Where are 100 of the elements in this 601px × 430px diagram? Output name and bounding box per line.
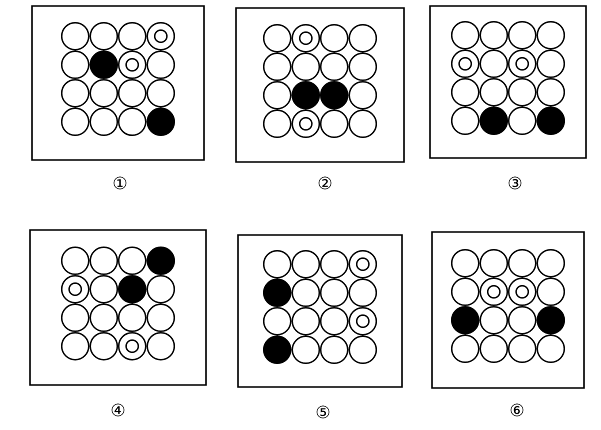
open-circle [118, 108, 146, 136]
open-circle [292, 278, 320, 308]
filled-circle [262, 278, 292, 308]
ring-circle [146, 22, 176, 50]
ring-circle [348, 250, 378, 278]
grid-panel [235, 7, 405, 163]
open-circle [262, 52, 292, 82]
filled-circle [536, 106, 566, 136]
open-circle [262, 24, 292, 52]
open-circle [118, 246, 146, 276]
open-circle [536, 50, 566, 78]
open-circle [480, 306, 508, 334]
open-circle [450, 78, 480, 106]
open-circle [508, 306, 536, 334]
open-circle [90, 246, 118, 276]
open-circle [348, 336, 378, 364]
filled-circle [320, 80, 348, 110]
open-circle [536, 248, 566, 278]
filled-circle [146, 246, 176, 276]
ring-circle [118, 332, 146, 360]
open-circle [146, 50, 176, 80]
open-circle [60, 332, 90, 360]
open-circle [118, 78, 146, 108]
open-circle [320, 110, 348, 138]
open-circle [480, 20, 508, 50]
ring-circle [348, 306, 378, 336]
open-circle [450, 248, 480, 278]
open-circle [146, 274, 176, 304]
open-circle [60, 304, 90, 332]
open-circle [60, 50, 90, 80]
open-circle [450, 278, 480, 306]
open-circle [320, 52, 348, 82]
filled-circle [536, 306, 566, 334]
open-circle [536, 278, 566, 306]
ring-circle [450, 50, 480, 78]
grid-panel [429, 5, 587, 159]
open-circle [450, 334, 480, 364]
open-circle [262, 306, 292, 336]
filled-circle [146, 108, 176, 136]
ring-circle [292, 110, 320, 138]
open-circle [90, 78, 118, 108]
grid-panel [431, 231, 585, 389]
open-circle [480, 334, 508, 364]
open-circle [146, 332, 176, 360]
open-circle [508, 334, 536, 364]
open-circle [508, 106, 536, 136]
open-circle [508, 248, 536, 278]
open-circle [348, 278, 378, 308]
open-circle [146, 304, 176, 332]
open-circle [348, 80, 378, 110]
open-circle [320, 24, 348, 52]
open-circle [292, 250, 320, 278]
ring-circle [118, 50, 146, 80]
open-circle [292, 52, 320, 82]
filled-circle [118, 274, 146, 304]
ring-circle [292, 24, 320, 52]
open-circle [292, 336, 320, 364]
panel-number: ③ [508, 176, 522, 190]
filled-circle [480, 106, 508, 136]
open-circle [262, 250, 292, 278]
open-circle [450, 20, 480, 50]
open-circle [320, 306, 348, 336]
filled-circle [90, 50, 118, 80]
ring-circle [508, 50, 536, 78]
open-circle [536, 20, 566, 50]
open-circle [348, 110, 378, 138]
open-circle [146, 78, 176, 108]
open-circle [480, 78, 508, 106]
filled-circle [262, 336, 292, 364]
filled-circle [450, 306, 480, 334]
ring-circle [60, 274, 90, 304]
panel-number: ④ [112, 404, 124, 416]
open-circle [60, 78, 90, 108]
open-circle [90, 108, 118, 136]
open-circle [90, 22, 118, 50]
open-circle [348, 52, 378, 82]
open-circle [450, 106, 480, 136]
open-circle [320, 278, 348, 308]
panel-number: ⑤ [316, 406, 330, 418]
open-circle [118, 304, 146, 332]
open-circle [292, 306, 320, 336]
panel-number: ① [114, 176, 126, 190]
ring-circle [508, 278, 536, 306]
open-circle [320, 250, 348, 278]
open-circle [90, 304, 118, 332]
open-circle [480, 248, 508, 278]
open-circle [262, 110, 292, 138]
filled-circle [292, 80, 320, 110]
open-circle [480, 50, 508, 78]
open-circle [60, 108, 90, 136]
panel-number: ⑥ [510, 404, 524, 416]
ring-circle [480, 278, 508, 306]
open-circle [508, 78, 536, 106]
open-circle [536, 78, 566, 106]
grid-panel [237, 234, 403, 388]
grid-panel [29, 229, 207, 386]
open-circle [118, 22, 146, 50]
open-circle [60, 22, 90, 50]
open-circle [536, 334, 566, 364]
grid-panel [31, 5, 205, 161]
